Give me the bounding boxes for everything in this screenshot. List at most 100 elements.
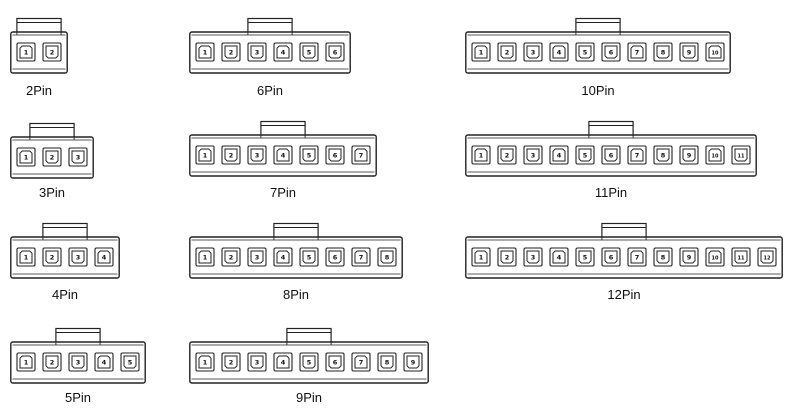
pin-6: 6 xyxy=(325,42,345,62)
pin-number: 6 xyxy=(333,48,338,56)
pin-number: 1 xyxy=(479,151,484,159)
pin-number: 6 xyxy=(609,48,614,56)
pin-number: 2 xyxy=(505,48,510,56)
pin-number: 2 xyxy=(50,48,55,56)
pin-number: 5 xyxy=(128,358,133,366)
pin-number: 3 xyxy=(76,153,81,161)
pin-number: 3 xyxy=(531,48,536,56)
pin-number: 4 xyxy=(102,253,107,261)
pin-6: 6 xyxy=(325,145,345,165)
pin-number: 3 xyxy=(255,358,260,366)
pin-number: 2 xyxy=(229,48,234,56)
pin-number: 4 xyxy=(557,48,562,56)
pin-2: 2 xyxy=(497,42,517,62)
pin-2: 2 xyxy=(497,247,517,267)
pin-3: 3 xyxy=(523,42,543,62)
pin-number: 2 xyxy=(505,253,510,261)
pin-5: 5 xyxy=(575,145,595,165)
pin-number: 4 xyxy=(281,253,286,261)
connector-label: 9Pin xyxy=(295,390,323,405)
pin-1: 1 xyxy=(16,247,36,267)
pin-number: 2 xyxy=(50,358,55,366)
pin-7: 7 xyxy=(627,42,647,62)
pin-4: 4 xyxy=(549,42,569,62)
pin-3: 3 xyxy=(68,247,88,267)
pin-4: 4 xyxy=(273,145,293,165)
connector-label: 3Pin xyxy=(38,185,66,200)
pin-5: 5 xyxy=(299,247,319,267)
pin-9: 9 xyxy=(403,352,423,372)
pin-4: 4 xyxy=(549,145,569,165)
pin-number: 1 xyxy=(24,253,29,261)
pin-number: 2 xyxy=(229,358,234,366)
pin-4: 4 xyxy=(94,247,114,267)
pin-number: 4 xyxy=(557,253,562,261)
pin-10: 10 xyxy=(705,42,725,62)
pin-number: 7 xyxy=(359,358,364,366)
pin-number: 7 xyxy=(359,253,364,261)
pin-number: 12 xyxy=(764,255,771,261)
pin-6: 6 xyxy=(601,247,621,267)
pin-2: 2 xyxy=(221,247,241,267)
connector-body xyxy=(189,236,403,279)
pin-5: 5 xyxy=(299,352,319,372)
pin-2: 2 xyxy=(221,352,241,372)
pin-number: 6 xyxy=(609,151,614,159)
pin-7: 7 xyxy=(627,145,647,165)
pin-8: 8 xyxy=(377,247,397,267)
pin-2: 2 xyxy=(42,147,62,167)
pin-1: 1 xyxy=(471,247,491,267)
pin-number: 2 xyxy=(50,253,55,261)
connector-body xyxy=(10,31,68,74)
pin-3: 3 xyxy=(247,42,267,62)
pin-number: 4 xyxy=(281,48,286,56)
connector-label: 12Pin xyxy=(607,287,641,302)
pin-number: 8 xyxy=(661,48,666,56)
pin-2: 2 xyxy=(497,145,517,165)
pin-number: 2 xyxy=(229,151,234,159)
pin-number: 7 xyxy=(359,151,364,159)
pin-3: 3 xyxy=(247,352,267,372)
pin-number: 3 xyxy=(531,253,536,261)
pin-12: 12 xyxy=(757,247,777,267)
pin-number: 5 xyxy=(583,48,588,56)
pin-4: 4 xyxy=(273,352,293,372)
pin-2: 2 xyxy=(42,247,62,267)
pin-number: 3 xyxy=(255,151,260,159)
pin-number: 6 xyxy=(333,358,338,366)
connector-body xyxy=(189,31,351,74)
pin-2: 2 xyxy=(42,42,62,62)
pin-number: 11 xyxy=(738,255,745,261)
pin-5: 5 xyxy=(299,42,319,62)
pin-number: 11 xyxy=(738,153,745,159)
pin-1: 1 xyxy=(471,145,491,165)
pin-4: 4 xyxy=(273,247,293,267)
pin-number: 7 xyxy=(635,48,640,56)
pin-6: 6 xyxy=(601,42,621,62)
pin-3: 3 xyxy=(247,145,267,165)
pin-number: 1 xyxy=(479,253,484,261)
pin-8: 8 xyxy=(653,42,673,62)
connector-body xyxy=(10,236,120,279)
pin-10: 10 xyxy=(705,247,725,267)
pin-9: 9 xyxy=(679,247,699,267)
connector-label: 5Pin xyxy=(64,390,92,405)
pin-number: 4 xyxy=(102,358,107,366)
pin-number: 9 xyxy=(687,48,692,56)
pin-number: 9 xyxy=(687,253,692,261)
pin-number: 5 xyxy=(307,253,312,261)
pin-number: 3 xyxy=(76,253,81,261)
pin-8: 8 xyxy=(653,145,673,165)
pin-number: 1 xyxy=(479,48,484,56)
pin-1: 1 xyxy=(16,147,36,167)
pin-4: 4 xyxy=(549,247,569,267)
